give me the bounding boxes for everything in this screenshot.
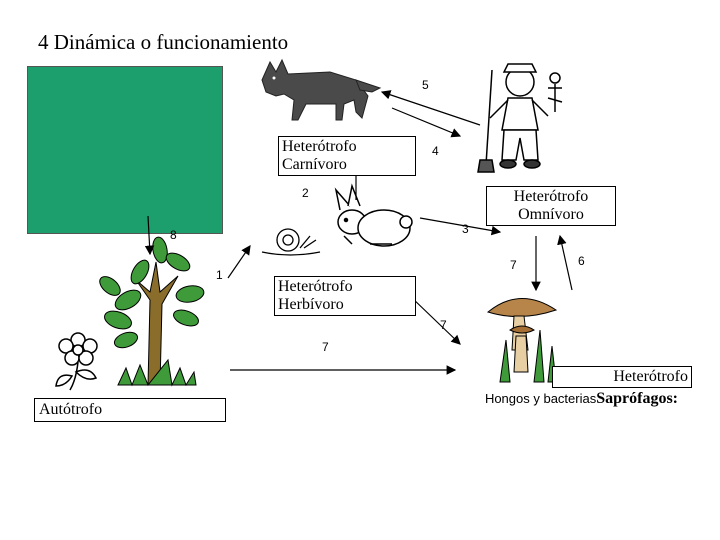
arrow-number-6: 6 bbox=[578, 254, 585, 268]
farmer-illustration bbox=[478, 64, 562, 172]
arrow-number-4: 4 bbox=[432, 144, 439, 158]
arrow-number-7-herbivore: 7 bbox=[440, 318, 447, 332]
omnivore-label: Heterótrofo Omnívoro bbox=[486, 186, 616, 226]
arrow-number-8: 8 bbox=[170, 228, 177, 242]
fungi-caption: Hongos y bacterias bbox=[485, 391, 596, 406]
wolf-illustration bbox=[262, 60, 380, 120]
saprophyte-title: Saprófagos: bbox=[596, 390, 678, 407]
arrow-4 bbox=[392, 108, 460, 136]
carnivore-label: Heterótrofo Carnívoro bbox=[278, 136, 416, 176]
arrow-6 bbox=[560, 236, 572, 290]
saprophyte-label-box: Heterótrofo bbox=[552, 366, 692, 388]
arrow-7-herbivore bbox=[410, 296, 460, 344]
arrow-number-3: 3 bbox=[462, 222, 469, 236]
herbivore-label: Heterótrofo Herbívoro bbox=[274, 276, 416, 316]
snail-illustration bbox=[262, 229, 320, 255]
arrow-number-2: 2 bbox=[302, 186, 309, 200]
autotroph-label: Autótrofo bbox=[34, 398, 226, 422]
arrow-1 bbox=[228, 246, 250, 278]
arrow-number-7-plants: 7 bbox=[322, 340, 329, 354]
arrow-8 bbox=[148, 216, 150, 254]
mushroom-illustration bbox=[488, 298, 556, 382]
saprophyte-caption: Hongos y bacteriasSaprófagos: bbox=[458, 390, 678, 408]
arrow-number-7-omnivore: 7 bbox=[510, 258, 517, 272]
arrow-5 bbox=[382, 92, 480, 125]
flower-illustration bbox=[56, 333, 97, 390]
rabbit-illustration bbox=[336, 186, 412, 246]
arrow-number-5: 5 bbox=[422, 78, 429, 92]
tree-illustration bbox=[96, 236, 205, 385]
arrow-number-1: 1 bbox=[216, 268, 223, 282]
